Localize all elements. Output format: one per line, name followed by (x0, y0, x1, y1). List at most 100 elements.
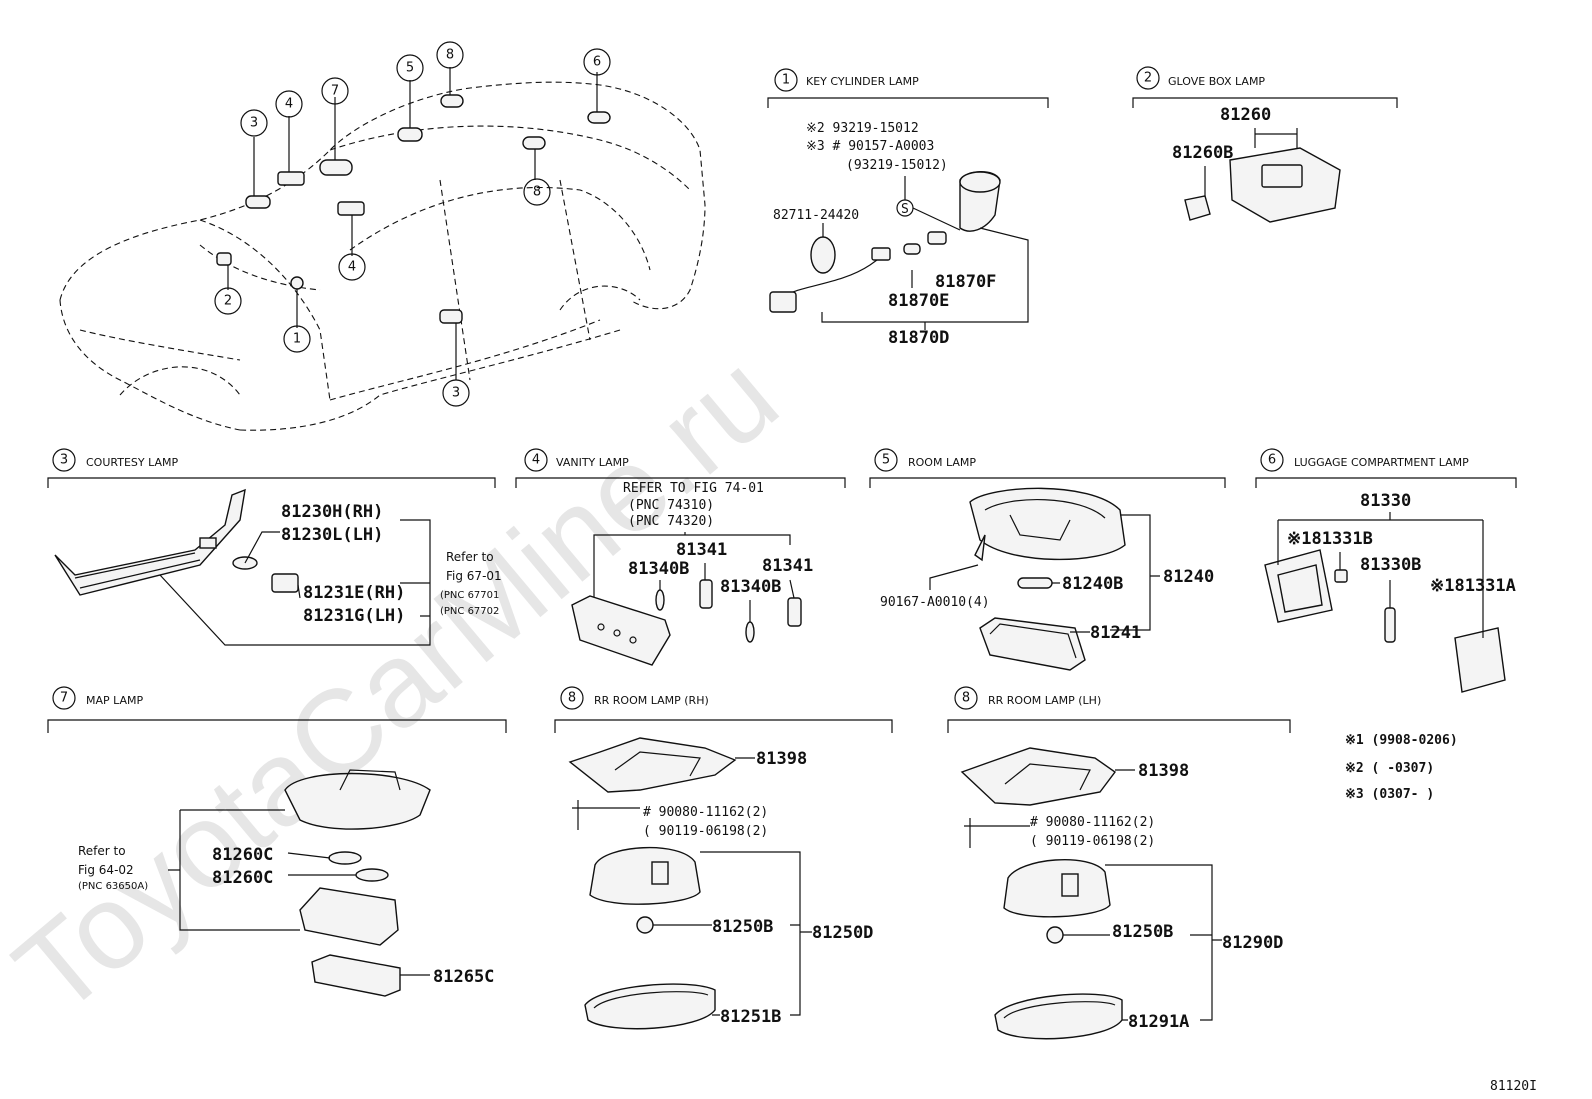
car-overview: 3 4 7 5 8 6 8 2 1 4 3 (59, 41, 706, 431)
part-number: ※181331A (1430, 576, 1516, 596)
part-number: 81340B (628, 559, 689, 579)
svg-text:3: 3 (452, 386, 460, 401)
callout-8-top: 8 (436, 41, 464, 69)
reference-note: Refer to (446, 550, 494, 564)
svg-text:4: 4 (532, 453, 540, 468)
part-number: 81870E (888, 291, 949, 311)
svg-text:6: 6 (1268, 453, 1276, 468)
part-number: 81398 (756, 749, 807, 769)
svg-text:1: 1 (293, 332, 301, 347)
part-number: # 90080-11162(2) (643, 805, 768, 820)
part-number: 81250B (1112, 922, 1173, 942)
part-number: 81241 (1090, 623, 1141, 643)
part-number: 81870D (888, 328, 949, 348)
part-number: 81260C (212, 868, 273, 888)
section-key-cylinder-lamp: 1 KEY CYLINDER LAMP ※2 93219-15012 ※3 # … (767, 68, 1049, 348)
svg-text:7: 7 (60, 691, 68, 706)
svg-text:7: 7 (331, 84, 339, 99)
part-number: 81290D (1222, 933, 1283, 953)
figure-id: 81120I (1490, 1079, 1537, 1094)
svg-text:8: 8 (446, 48, 454, 63)
callout-3-side: 3 (442, 379, 470, 407)
note: ※3 # 90157-A0003 (806, 139, 934, 154)
svg-text:4: 4 (348, 260, 356, 275)
svg-text:5: 5 (882, 453, 890, 468)
part-number: 81230H(RH) (281, 502, 383, 522)
part-number: 81341 (676, 540, 727, 560)
svg-text:2: 2 (224, 294, 232, 309)
callout-5: 5 (396, 54, 424, 82)
note: ※2 93219-15012 (806, 121, 919, 136)
section-title: RR ROOM LAMP (LH) (988, 694, 1101, 707)
section-rr-room-lamp-rh: 8 RR ROOM LAMP (RH) 81398 # 90080-11162(… (554, 686, 893, 1030)
svg-text:2: 2 (1144, 71, 1152, 86)
part-number: 82711-24420 (773, 208, 859, 223)
svg-text:8: 8 (568, 691, 576, 706)
svg-text:6: 6 (593, 55, 601, 70)
part-number: 81240 (1163, 567, 1214, 587)
section-courtesy-lamp: 3 COURTESY LAMP 81230H(RH) 81230L(LH) 81… (47, 448, 502, 646)
reference-note: Fig 64-02 (78, 863, 134, 877)
part-number: 81340B (720, 577, 781, 597)
section-title: VANITY LAMP (556, 456, 629, 469)
callout-4-side: 4 (338, 253, 366, 281)
section-title: COURTESY LAMP (86, 456, 178, 469)
reference-note: (PNC 67701 (440, 590, 499, 601)
part-number: 81260C (212, 845, 273, 865)
callout-6: 6 (583, 48, 611, 76)
footnote: ※1 (9908-0206) (1345, 733, 1458, 748)
part-number: 90167-A0010(4) (880, 595, 990, 610)
part-number: 81341 (762, 556, 813, 576)
reference-note: (PNC 74320) (628, 514, 714, 529)
section-title: RR ROOM LAMP (RH) (594, 694, 709, 707)
part-number: 81250D (812, 923, 873, 943)
callout-1: 1 (283, 325, 311, 353)
section-title: ROOM LAMP (908, 456, 976, 469)
part-number: 81231E(RH) (303, 583, 405, 603)
reference-note: Refer to (78, 844, 126, 858)
section-vanity-lamp: 4 VANITY LAMP REFER TO FIG 74-01 (PNC 74… (515, 448, 846, 666)
note: (93219-15012) (846, 158, 948, 173)
part-number: 81265C (433, 967, 494, 987)
svg-text:5: 5 (406, 61, 414, 76)
section-map-lamp: 7 MAP LAMP Refer to Fig 64-02 (PNC 63650… (47, 686, 507, 997)
section-luggage-compartment-lamp: 6 LUGGAGE COMPARTMENT LAMP 81330 ※181331… (1255, 448, 1517, 693)
part-number: ( 90119-06198(2) (643, 824, 768, 839)
section-title: LUGGAGE COMPARTMENT LAMP (1294, 456, 1469, 469)
part-number: 81260B (1172, 143, 1233, 163)
part-number: 81231G(LH) (303, 606, 405, 626)
part-number: 81291A (1128, 1012, 1189, 1032)
svg-text:S: S (901, 202, 909, 217)
part-number: 81870F (935, 272, 996, 292)
footnotes: ※1 (9908-0206) ※2 ( -0307) ※3 (0307- ) (1345, 733, 1458, 802)
callout-8-side: 8 (523, 178, 551, 206)
reference-note: REFER TO FIG 74-01 (623, 481, 764, 496)
footnote: ※2 ( -0307) (1345, 761, 1434, 776)
reference-note: (PNC 67702 (440, 606, 499, 617)
section-room-lamp: 5 ROOM LAMP 90167-A0010(4) 81240B 81240 … (869, 448, 1226, 671)
section-title: MAP LAMP (86, 694, 144, 707)
section-title: GLOVE BOX LAMP (1168, 75, 1265, 88)
svg-text:4: 4 (285, 97, 293, 112)
callout-7: 7 (321, 77, 349, 105)
part-number: ( 90119-06198(2) (1030, 834, 1155, 849)
svg-text:8: 8 (533, 185, 541, 200)
footnote: ※3 (0307- ) (1345, 787, 1434, 802)
callout-4-top: 4 (275, 90, 303, 118)
callout-2: 2 (214, 287, 242, 315)
part-number: 81240B (1062, 574, 1123, 594)
section-title: KEY CYLINDER LAMP (806, 75, 919, 88)
section-glove-box-lamp: 2 GLOVE BOX LAMP 81260 81260B (1132, 66, 1398, 223)
watermark: ToyotaCarMine.ru (0, 329, 802, 1040)
part-number: # 90080-11162(2) (1030, 815, 1155, 830)
part-number: 81398 (1138, 761, 1189, 781)
callout-3-top: 3 (240, 109, 268, 137)
part-number: 81251B (720, 1007, 781, 1027)
part-number: 81260 (1220, 105, 1271, 125)
reference-note: (PNC 63650A) (78, 881, 148, 892)
svg-text:3: 3 (250, 116, 258, 131)
svg-text:3: 3 (60, 453, 68, 468)
svg-text:8: 8 (962, 691, 970, 706)
reference-note: Fig 67-01 (446, 569, 502, 583)
